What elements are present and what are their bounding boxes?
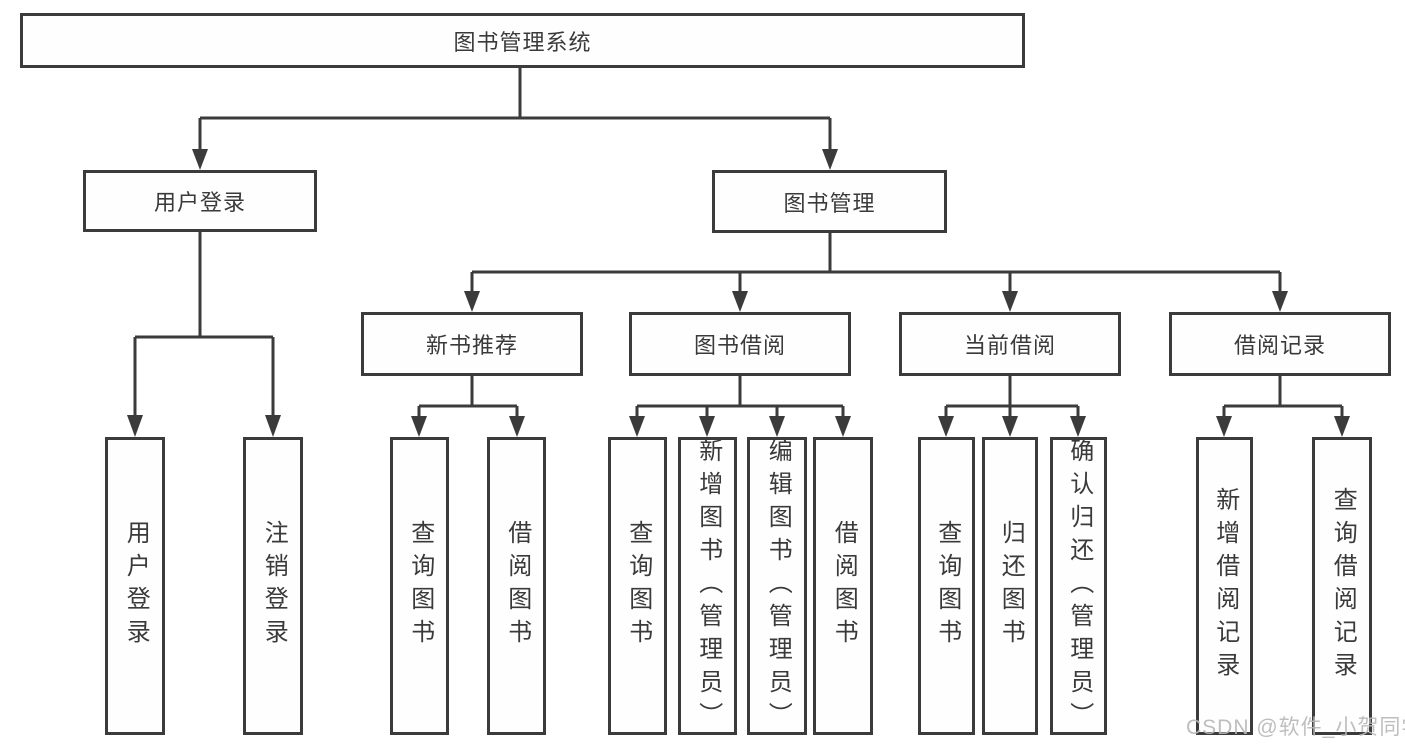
leaf-query-borrow-record: 查询借阅记录 bbox=[1312, 437, 1372, 735]
connector-new-book bbox=[417, 376, 519, 419]
arrow-icon bbox=[411, 416, 427, 437]
arrow-icon bbox=[822, 149, 838, 170]
connector-user-login bbox=[133, 232, 275, 417]
arrow-icon bbox=[127, 415, 143, 437]
node-book-borrow-label: 图书借阅 bbox=[693, 333, 786, 358]
connector-book-borrow bbox=[635, 376, 845, 419]
arrow-icon bbox=[629, 416, 645, 437]
node-user-login: 用户登录 bbox=[83, 170, 317, 232]
arrow-icon bbox=[1002, 291, 1018, 312]
arrow-icon bbox=[192, 149, 208, 170]
leaf-query-borrow-record-label: 查询借阅记录 bbox=[1329, 487, 1357, 685]
arrow-icon bbox=[1002, 416, 1018, 437]
node-root: 图书管理系统 bbox=[20, 13, 1025, 68]
arrow-icon bbox=[732, 291, 748, 312]
leaf-return-book: 归还图书 bbox=[982, 437, 1038, 735]
arrow-icon bbox=[769, 416, 785, 437]
arrow-icon bbox=[1334, 416, 1350, 437]
leaf-query-book-1: 查询图书 bbox=[390, 437, 449, 735]
csdn-watermark: CSDN @软件_小贺同学 bbox=[1186, 716, 1405, 739]
leaf-borrow-book-1-label: 借阅图书 bbox=[503, 520, 531, 652]
node-book-management-label: 图书管理 bbox=[783, 190, 876, 216]
leaf-query-book-3: 查询图书 bbox=[918, 437, 975, 735]
leaf-logout: 注销登录 bbox=[243, 437, 303, 735]
arrow-icon bbox=[1070, 416, 1086, 437]
node-book-management: 图书管理 bbox=[712, 170, 947, 233]
arrow-icon bbox=[509, 416, 525, 437]
leaf-add-borrow-record-label: 新增借阅记录 bbox=[1211, 487, 1239, 685]
leaf-borrow-book-1: 借阅图书 bbox=[487, 437, 546, 735]
leaf-confirm-return-admin: 确认归还（管理员） bbox=[1050, 437, 1107, 735]
node-borrow-record: 借阅记录 bbox=[1169, 312, 1391, 376]
leaf-edit-book-admin: 编辑图书（管理员） bbox=[747, 437, 807, 735]
connector-borrow-record bbox=[1222, 376, 1344, 419]
node-user-login-label: 用户登录 bbox=[153, 190, 246, 215]
node-borrow-record-label: 借阅记录 bbox=[1233, 333, 1326, 358]
leaf-borrow-book-2-label: 借阅图书 bbox=[830, 520, 858, 652]
leaf-edit-book-admin-label: 编辑图书（管理员） bbox=[764, 437, 792, 735]
leaf-borrow-book-2: 借阅图书 bbox=[813, 437, 873, 735]
leaf-query-book-2: 查询图书 bbox=[608, 437, 667, 735]
arrowheads bbox=[127, 149, 1350, 437]
node-new-book-recommend: 新书推荐 bbox=[361, 312, 583, 376]
connector-root bbox=[198, 68, 832, 152]
leaf-return-book-label: 归还图书 bbox=[997, 520, 1025, 652]
connector-current-borrow bbox=[944, 376, 1080, 419]
connector-book-mgmt bbox=[470, 233, 1282, 294]
leaf-add-book-admin-label: 新增图书（管理员） bbox=[694, 437, 722, 735]
leaf-query-book-1-label: 查询图书 bbox=[406, 520, 434, 652]
arrow-icon bbox=[1272, 291, 1288, 312]
arrow-icon bbox=[265, 415, 281, 437]
node-current-borrow-label: 当前借阅 bbox=[963, 333, 1056, 358]
leaf-query-book-2-label: 查询图书 bbox=[624, 520, 652, 652]
leaf-query-book-3-label: 查询图书 bbox=[933, 520, 961, 652]
arrow-icon bbox=[835, 416, 851, 437]
arrow-icon bbox=[464, 291, 480, 312]
arrow-icon bbox=[699, 416, 715, 437]
leaf-confirm-return-admin-label: 确认归还（管理员） bbox=[1065, 437, 1093, 735]
arrow-icon bbox=[938, 416, 954, 437]
leaf-add-borrow-record: 新增借阅记录 bbox=[1196, 437, 1253, 735]
node-root-label: 图书管理系统 bbox=[453, 29, 592, 55]
leaf-add-book-admin: 新增图书（管理员） bbox=[678, 437, 737, 735]
leaf-logout-label: 注销登录 bbox=[260, 520, 288, 652]
leaf-user-login-label: 用户登录 bbox=[122, 520, 150, 652]
node-book-borrow: 图书借阅 bbox=[629, 312, 851, 376]
leaf-user-login: 用户登录 bbox=[105, 437, 165, 735]
arrow-icon bbox=[1216, 416, 1232, 437]
node-current-borrow: 当前借阅 bbox=[899, 312, 1121, 376]
node-new-book-recommend-label: 新书推荐 bbox=[425, 333, 518, 358]
